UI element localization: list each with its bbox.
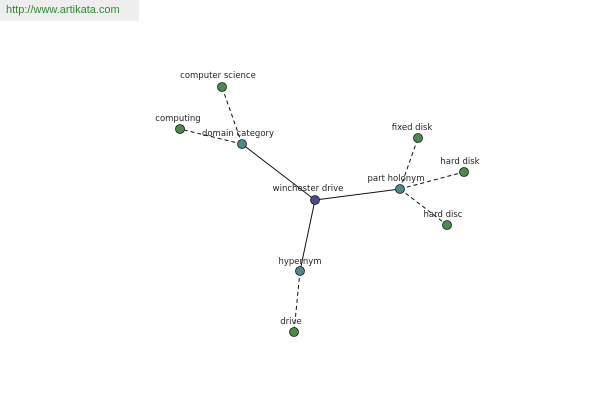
node-drive[interactable]	[289, 327, 299, 337]
node-computer-science[interactable]	[217, 82, 227, 92]
watermark-bar: http://www.artikata.com	[0, 0, 139, 21]
label-hard-disc: hard disc	[424, 210, 463, 220]
node-computing[interactable]	[175, 124, 185, 134]
edge-center-domain-category	[241, 143, 316, 201]
node-domain-category[interactable]	[237, 139, 247, 149]
label-drive: drive	[280, 317, 302, 327]
node-part-holonym[interactable]	[395, 184, 405, 194]
label-hard-disk: hard disk	[440, 157, 479, 167]
edge-domain-category-computer-science	[221, 86, 243, 145]
node-fixed-disk[interactable]	[413, 133, 423, 143]
label-fixed-disk: fixed disk	[392, 123, 433, 133]
node-winchester-drive[interactable]	[310, 195, 320, 205]
edge-center-hypernym	[299, 199, 316, 272]
label-computer-science: computer science	[180, 71, 256, 81]
edge-domain-category-computing	[179, 128, 243, 145]
label-computing: computing	[155, 114, 200, 124]
edge-part-holonym-hard-disc	[399, 188, 448, 226]
edge-hypernym-drive	[293, 270, 301, 333]
node-hard-disc[interactable]	[442, 220, 452, 230]
edge-center-part-holonym	[314, 188, 401, 201]
node-hypernym[interactable]	[295, 266, 305, 276]
node-hard-disk[interactable]	[459, 167, 469, 177]
edge-part-holonym-fixed-disk	[399, 137, 419, 190]
site-url-link[interactable]: http://www.artikata.com	[6, 4, 120, 16]
label-winchester-drive: winchester drive	[273, 184, 344, 194]
label-part-holonym: part holonym	[368, 174, 425, 184]
label-hypernym: hypernym	[278, 257, 321, 267]
label-domain-category: domain category	[202, 129, 274, 139]
